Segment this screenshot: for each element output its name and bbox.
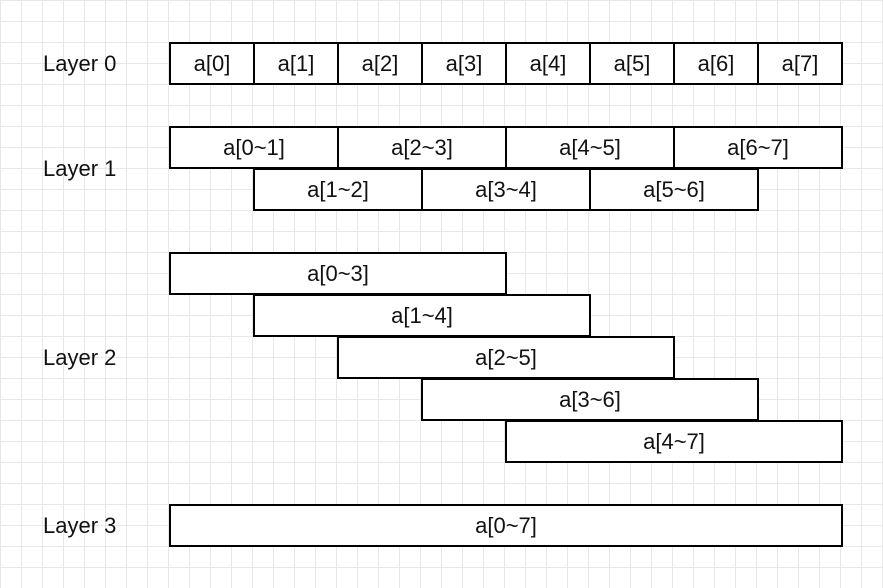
range-cell: a[3] [421,42,507,85]
layer-label-0: Layer 0 [43,51,117,76]
range-cell: a[3~6] [421,378,759,421]
range-cell: a[7] [757,42,843,85]
range-cell: a[0~7] [169,504,843,547]
layer-label-2: Layer 2 [43,345,117,370]
range-cell: a[2~5] [337,336,675,379]
range-cell: a[1~4] [253,294,591,337]
range-cell: a[0~1] [169,126,339,169]
range-cell: a[5~6] [589,168,759,211]
range-cell: a[4~7] [505,420,843,463]
range-cell: a[4~5] [505,126,675,169]
range-cell: a[4] [505,42,591,85]
range-cell: a[2] [337,42,423,85]
range-cell: a[6~7] [673,126,843,169]
range-cell: a[0] [169,42,255,85]
range-cell: a[5] [589,42,675,85]
range-cell: a[1] [253,42,339,85]
layer-label-3: Layer 3 [43,513,117,538]
range-cell: a[3~4] [421,168,591,211]
range-cell: a[0~3] [169,252,507,295]
layer-label-1: Layer 1 [43,156,117,181]
range-cell: a[2~3] [337,126,507,169]
range-cell: a[1~2] [253,168,423,211]
range-cell: a[6] [673,42,759,85]
